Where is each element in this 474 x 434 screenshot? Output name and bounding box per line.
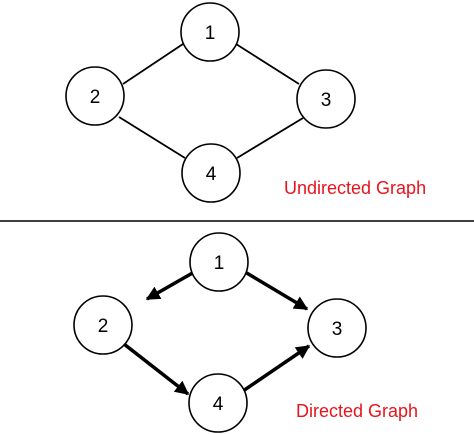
edge-1-2 [122, 43, 184, 85]
edge-4-3 [242, 344, 311, 393]
node-label: 4 [213, 394, 224, 415]
edge-2-4 [122, 342, 190, 396]
node-label: 3 [332, 319, 343, 340]
node-3: 3 [307, 298, 367, 358]
node-label: 1 [205, 23, 216, 44]
edge-1-3 [244, 270, 309, 311]
node-label: 2 [90, 87, 101, 108]
undirected-graph: 1 2 3 4 Undirected Graph [65, 2, 426, 203]
node-label: 2 [98, 316, 109, 337]
node-4: 4 [181, 143, 241, 203]
node-3: 3 [296, 69, 356, 129]
directed-graph: 1 2 3 4 Directed Graph [73, 232, 418, 433]
node-label: 4 [206, 164, 217, 185]
node-2: 2 [65, 66, 125, 126]
caption-directed: Directed Graph [296, 401, 418, 421]
node-4: 4 [188, 373, 248, 433]
node-1: 1 [189, 232, 249, 292]
node-2: 2 [73, 295, 133, 355]
caption-undirected: Undirected Graph [284, 178, 426, 198]
edge-3-4 [236, 117, 304, 159]
node-label: 1 [214, 253, 225, 274]
node-label: 3 [321, 90, 332, 111]
edge-2-4 [118, 116, 186, 159]
node-1: 1 [180, 2, 240, 62]
edge-1-3 [235, 43, 300, 85]
edge-1-2 [145, 269, 197, 301]
